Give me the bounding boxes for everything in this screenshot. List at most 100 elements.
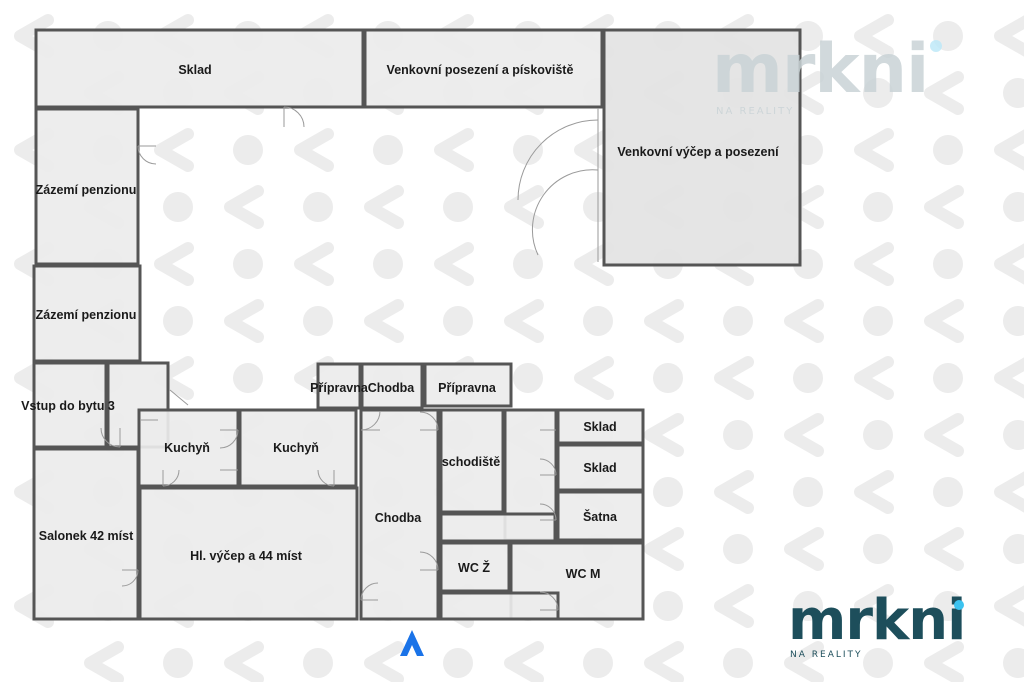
- watermark-chevron-icon: [854, 242, 894, 286]
- brand-logo: mrkni NA REALITY: [788, 588, 966, 660]
- watermark-dot-icon: [933, 363, 963, 393]
- watermark-dot-icon: [863, 648, 893, 678]
- watermark-dot-icon: [793, 363, 823, 393]
- watermark-chevron-icon: [994, 15, 1024, 57]
- door-swing-icon: [317, 469, 335, 487]
- watermark-dot-icon: [723, 648, 753, 678]
- watermark-dot-icon: [443, 648, 473, 678]
- watermark-dot-icon: [793, 591, 823, 621]
- watermark-dot-icon: [233, 363, 263, 393]
- watermark-chevron-icon: [154, 242, 194, 286]
- watermark-chevron-icon: [714, 584, 754, 628]
- watermark-chevron-icon: [994, 243, 1024, 285]
- watermark-chevron-icon: [364, 641, 404, 682]
- watermark-chevron-icon: [924, 527, 964, 571]
- room-sklad-r2: [556, 443, 645, 492]
- watermark-dot-icon: [933, 135, 963, 165]
- watermark-chevron-icon: [994, 585, 1024, 627]
- room-label-pripravna-2: Přípravna: [438, 381, 497, 395]
- room-label-hl-vycep: Hl. výčep a 44 míst: [190, 549, 303, 563]
- watermark-chevron-icon: [714, 470, 754, 514]
- watermark-chevron-icon: [854, 584, 894, 628]
- watermark-chevron-icon: [574, 128, 614, 172]
- door-swing-icon: [419, 551, 439, 571]
- watermark-chevron-icon: [504, 299, 544, 343]
- watermark-dot-icon: [863, 534, 893, 564]
- watermark-chevron-icon: [784, 299, 824, 343]
- watermark-dot-icon: [723, 420, 753, 450]
- watermark-chevron-icon: [644, 527, 684, 571]
- watermark-chevron-icon: [644, 413, 684, 457]
- room-label-venkovni-posezeni: Venkovní posezení a pískoviště: [387, 63, 574, 77]
- room-label-sklad-top: Sklad: [178, 63, 211, 77]
- room-label-zazemi-2: Zázemí penzionu: [36, 308, 137, 322]
- room-label-wc-m: WC M: [566, 567, 601, 581]
- watermark-dot-icon: [793, 477, 823, 507]
- logo-dot-icon: [954, 600, 964, 610]
- room-zazemi-1: [34, 107, 140, 266]
- door-swing-icon: [531, 169, 599, 256]
- watermark-dot-icon: [863, 78, 893, 108]
- room-pripravna-1: [316, 362, 362, 410]
- room-schodiste: [439, 408, 505, 514]
- watermark-chevron-icon: [854, 356, 894, 400]
- room-label-pripravna-1: Přípravna: [310, 381, 369, 395]
- watermark-chevron-icon: [924, 641, 964, 682]
- watermark-chevron-icon: [154, 128, 194, 172]
- watermark-dot-icon: [513, 135, 543, 165]
- door-swing-icon: [283, 106, 305, 128]
- room-lobby-strip: [439, 512, 557, 543]
- door-swing-icon: [517, 119, 599, 201]
- room-label-vstup-byt: Vstup do bytu 3: [21, 399, 115, 413]
- watermark-chevron-icon: [574, 356, 614, 400]
- brand-logo-text: mrkni: [788, 588, 966, 653]
- watermark-dot-icon: [933, 477, 963, 507]
- watermark-dot-icon: [1003, 534, 1024, 564]
- watermark-chevron-icon: [854, 14, 894, 58]
- watermark-logo-text: mrkni: [712, 30, 929, 109]
- room-vstup-byt: [32, 361, 108, 449]
- room-satna: [556, 490, 645, 542]
- room-label-sklad-r2: Sklad: [583, 461, 616, 475]
- watermark-chevron-icon: [364, 185, 404, 229]
- watermark-dot-icon: [513, 249, 543, 279]
- watermark-dot-icon: [373, 249, 403, 279]
- watermark-chevron-icon: [924, 185, 964, 229]
- watermark-chevron-icon: [644, 641, 684, 682]
- watermark-dot-icon: [513, 363, 543, 393]
- watermark-dot-icon: [163, 192, 193, 222]
- room-pripravna-2: [423, 362, 513, 408]
- watermark-chevron-icon: [434, 242, 474, 286]
- watermark-chevron-icon: [644, 299, 684, 343]
- room-label-venkovni-vycep: Venkovní výčep a posezení: [617, 145, 779, 159]
- watermark-dot-icon: [863, 306, 893, 336]
- room-salonek: [32, 447, 140, 621]
- watermark-chevron-icon: [854, 470, 894, 514]
- watermark-dot-icon: [863, 192, 893, 222]
- door-swing-icon: [419, 411, 439, 431]
- watermark-dot-icon: [303, 192, 333, 222]
- watermark-chevron-icon: [294, 242, 334, 286]
- watermark-chevron-icon: [504, 185, 544, 229]
- watermark-chevron-icon: [504, 641, 544, 682]
- watermark-chevron-icon: [224, 641, 264, 682]
- watermark-chevron-icon: [434, 128, 474, 172]
- watermark-dot-icon: [933, 249, 963, 279]
- room-label-wc-z: WC Ž: [458, 560, 490, 575]
- watermark-dot-icon: [233, 249, 263, 279]
- watermark-chevron-icon: [924, 299, 964, 343]
- door-swing-icon: [162, 469, 180, 487]
- room-chodba-small: [360, 362, 424, 410]
- door-swing-icon: [360, 410, 381, 431]
- entrance-arrow-icon: [400, 630, 424, 656]
- watermark-dot-icon: [933, 591, 963, 621]
- watermark-dot-icon: [583, 648, 613, 678]
- room-label-sklad-r1: Sklad: [583, 420, 616, 434]
- room-label-chodba-main: Chodba: [375, 511, 423, 525]
- door-swing-icon: [121, 569, 139, 587]
- room-chodba-main: [359, 408, 440, 621]
- watermark-dot-icon: [233, 135, 263, 165]
- room-label-zazemi-1: Zázemí penzionu: [36, 183, 137, 197]
- room-label-kuchyn-1: Kuchyň: [164, 441, 210, 455]
